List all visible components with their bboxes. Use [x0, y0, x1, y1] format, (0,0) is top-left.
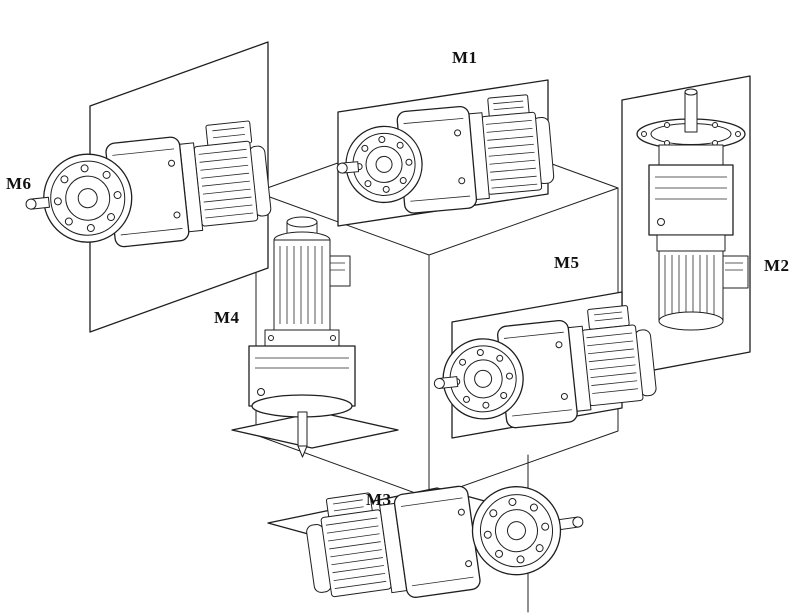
label-m3: M3 — [366, 490, 392, 509]
label-m1: M1 — [452, 48, 478, 67]
label-m6: M6 — [6, 174, 32, 193]
gearmotor-m6 — [25, 120, 272, 248]
gearmotor-m3 — [306, 485, 584, 598]
label-m4: M4 — [214, 308, 240, 327]
gearmotor-m4 — [248, 216, 356, 458]
mounting-plane-m4 — [231, 411, 399, 449]
label-m2: M2 — [764, 256, 790, 275]
gearmotor-m5 — [433, 305, 657, 429]
gearmotor-m1 — [336, 94, 555, 214]
label-m5: M5 — [554, 253, 580, 272]
gearmotor-m2 — [636, 88, 749, 331]
